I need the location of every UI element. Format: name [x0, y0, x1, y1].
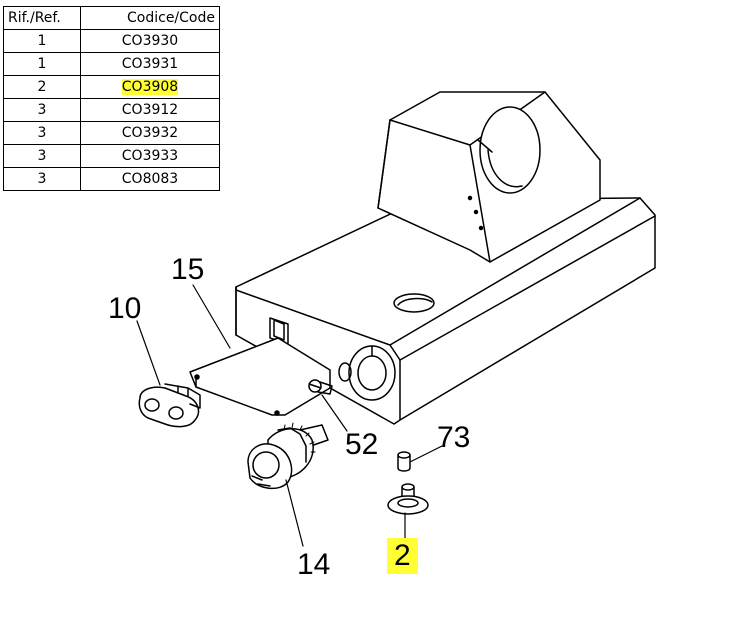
callout-15: 15: [171, 253, 205, 286]
callout-52: 52: [345, 428, 379, 461]
parts-table: Rif./Ref. Codice/Code 1 CO3930 1 CO3931 …: [3, 6, 220, 191]
table-row: 1 CO3931: [3, 52, 220, 76]
part-73-bushing: [397, 451, 411, 472]
leader-15: [192, 284, 231, 349]
row-ref: 2: [3, 75, 81, 99]
leader-52: [321, 394, 348, 432]
row-ref: 1: [3, 52, 81, 76]
row-code: CO3912: [80, 98, 220, 122]
table-header-row: Rif./Ref. Codice/Code: [3, 6, 220, 30]
parts-table-body: 1 CO3930 1 CO3931 2 CO3908 3 CO3912 3 CO…: [3, 29, 220, 191]
row-ref: 3: [3, 167, 81, 191]
part-2-part: [387, 483, 429, 515]
housing-body: [235, 91, 656, 425]
table-row: 3 CO3912: [3, 98, 220, 122]
code-text: CO3912: [121, 102, 179, 118]
row-code: CO8083: [80, 167, 220, 191]
code-text: CO8083: [121, 171, 179, 187]
row-ref: 3: [3, 144, 81, 168]
part-15-board: [189, 337, 331, 416]
row-code: CO3932: [80, 121, 220, 145]
callout-14: 14: [297, 548, 331, 581]
leader-10: [136, 320, 161, 386]
part-14-knob: [247, 422, 329, 490]
code-text-highlighted: CO3908: [121, 79, 179, 95]
header-ref: Rif./Ref.: [3, 6, 81, 30]
callout-2-highlighted: 2: [387, 538, 418, 574]
callout-10: 10: [108, 292, 142, 325]
code-text: CO3933: [121, 148, 179, 164]
leader-14: [285, 479, 304, 547]
callout-73: 73: [437, 421, 471, 454]
row-code: CO3931: [80, 52, 220, 76]
leader-lines: [136, 284, 443, 547]
code-text: CO3931: [121, 56, 179, 72]
code-text: CO3930: [121, 33, 179, 49]
table-row: 3 CO3932: [3, 121, 220, 145]
header-code: Codice/Code: [80, 6, 220, 30]
row-ref: 3: [3, 121, 81, 145]
part-52-screw: [308, 379, 333, 395]
part-10-switch: [138, 383, 201, 428]
code-text: CO3932: [121, 125, 179, 141]
table-row: 3 CO8083: [3, 167, 220, 191]
leader-73: [409, 445, 443, 463]
